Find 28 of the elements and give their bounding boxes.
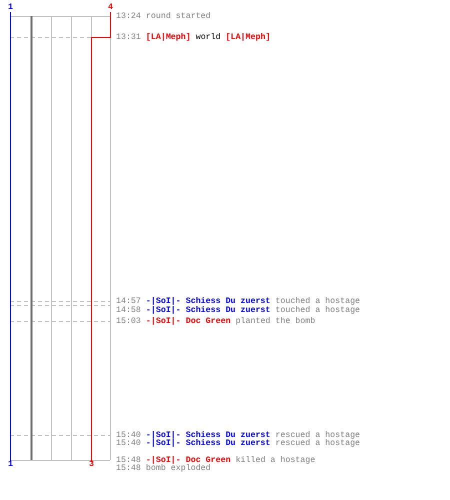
player-name: -|SoI|- Doc Green: [146, 317, 231, 326]
event-text: round started: [146, 12, 211, 21]
axis-label: 4: [108, 3, 113, 12]
timestamp: 13:24: [116, 12, 141, 21]
event-text: world: [196, 33, 221, 42]
axis-label: 1: [8, 3, 13, 12]
event-text: touched a hostage: [275, 306, 360, 315]
event-text: bomb exploded: [146, 464, 211, 473]
timestamp: 15:48: [116, 464, 141, 473]
timestamp: 15:40: [116, 431, 141, 440]
player-name: [LA|Meph]: [226, 33, 270, 42]
event-text: killed a hostage: [236, 456, 316, 465]
event-text: touched a hostage: [275, 297, 360, 306]
timestamp: 15:03: [116, 317, 141, 326]
timestamp: 13:31: [116, 33, 141, 42]
timestamp: 15:40: [116, 439, 141, 448]
player-name: [LA|Meph]: [146, 33, 191, 42]
timestamp: 14:57: [116, 297, 141, 306]
player-name: -|SoI|- Schiess Du zuerst: [146, 431, 270, 440]
player-name: -|SoI|- Schiess Du zuerst: [146, 306, 270, 315]
player-name: -|SoI|- Schiess Du zuerst: [146, 439, 270, 448]
player-name: -|SoI|- Doc Green: [146, 456, 231, 465]
timestamp: 14:58: [116, 306, 141, 315]
event-text: rescued a hostage: [275, 439, 360, 448]
timestamp: 15:48: [116, 456, 141, 465]
event-text: planted the bomb: [236, 317, 316, 326]
player-name: -|SoI|- Schiess Du zuerst: [146, 297, 270, 306]
event-text: rescued a hostage: [275, 431, 360, 440]
